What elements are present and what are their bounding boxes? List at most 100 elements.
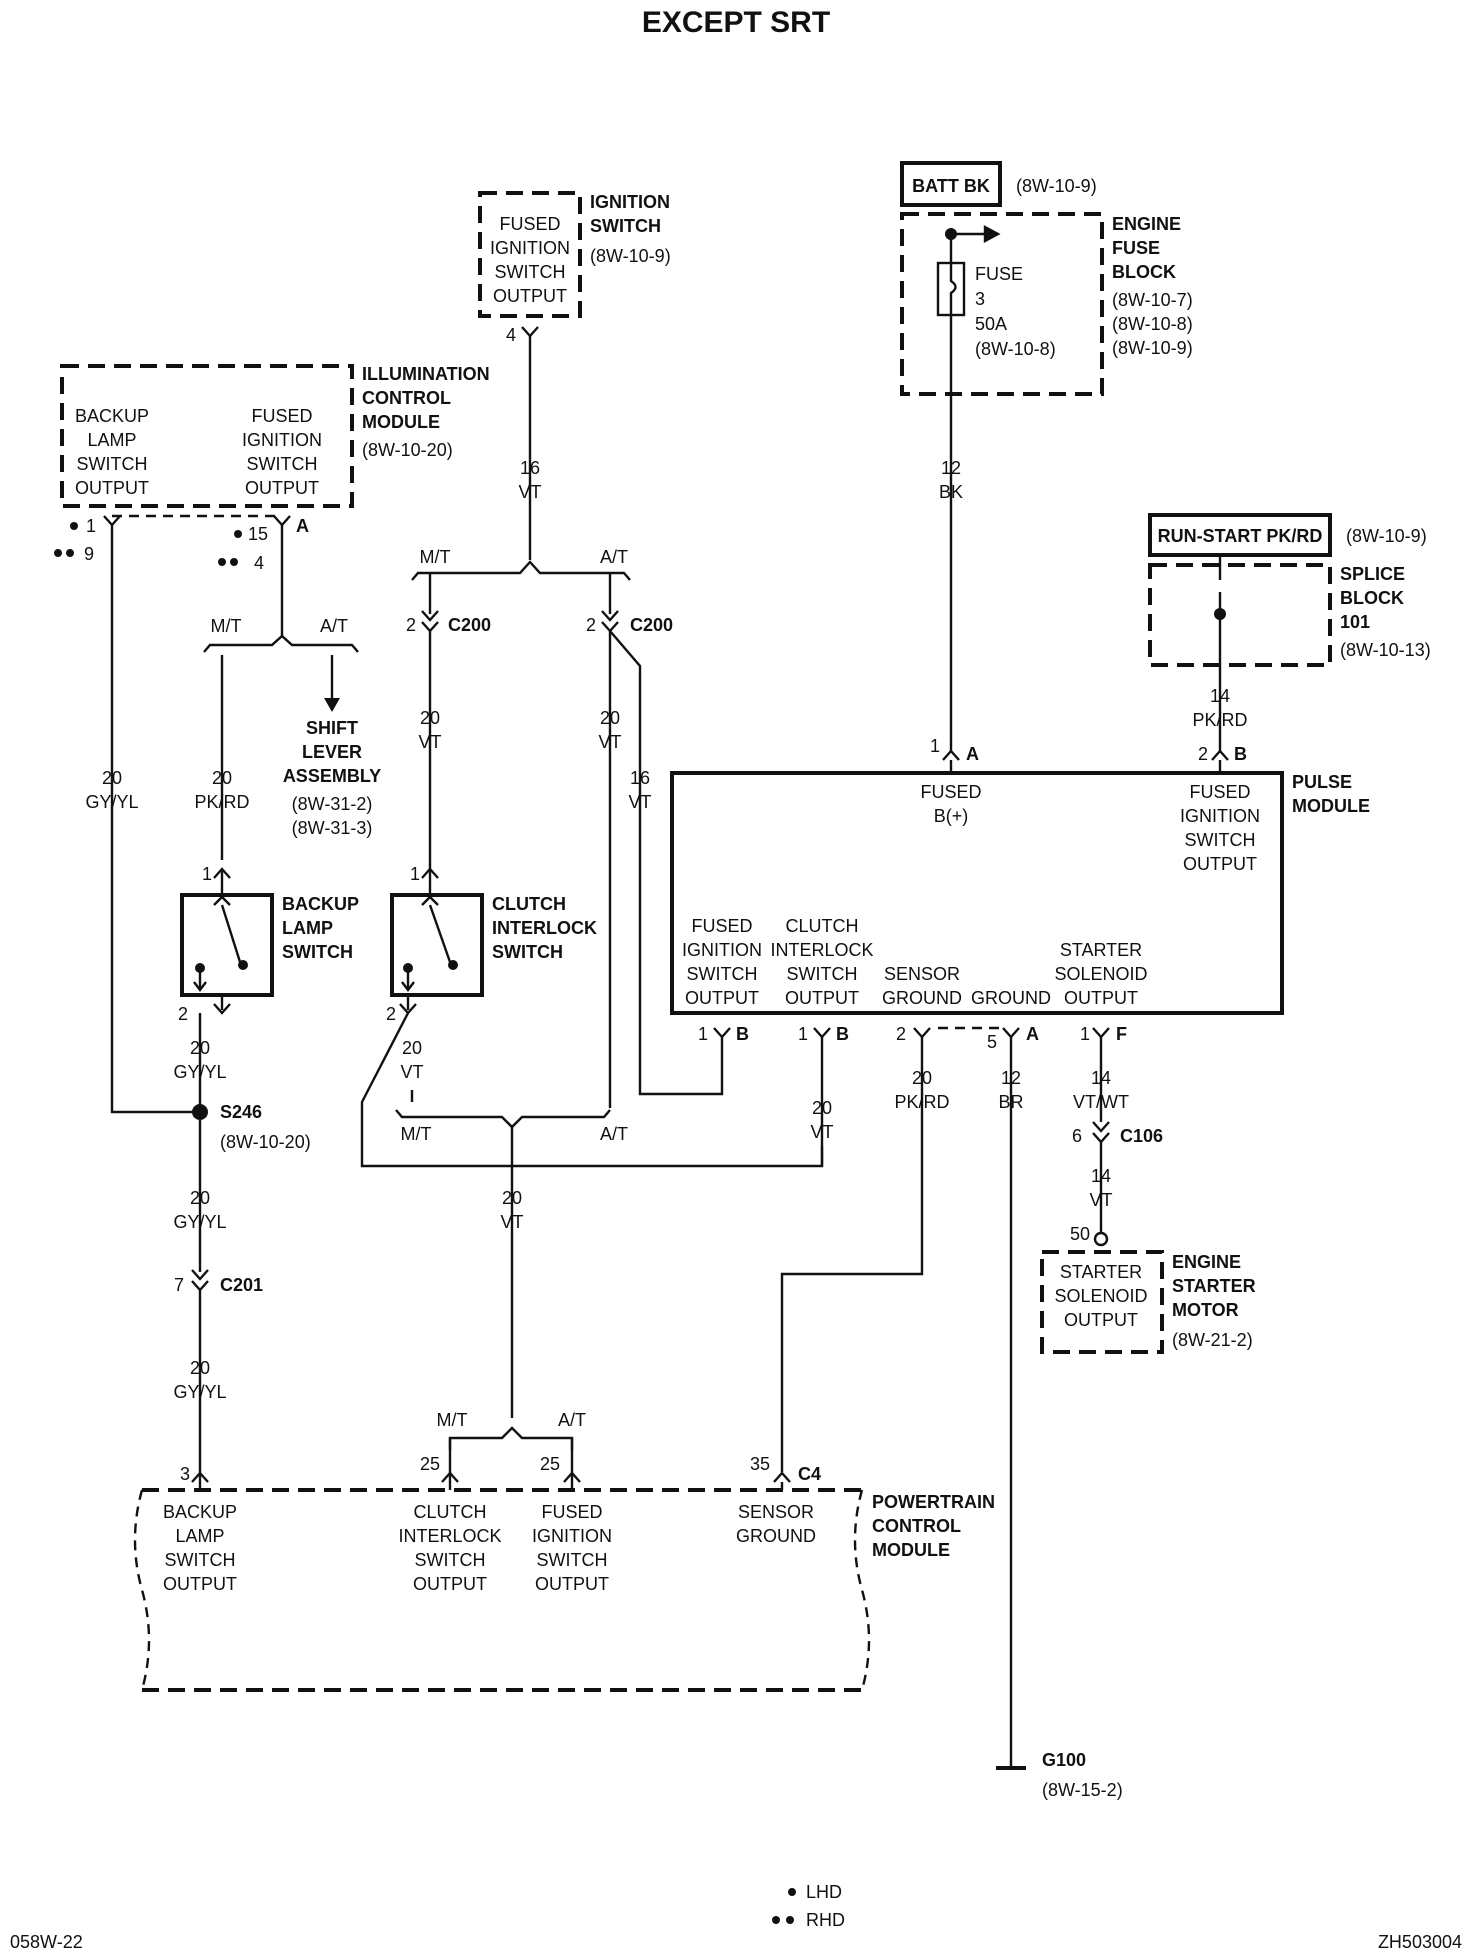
pm-fused-ign-1: FUSED [1189,782,1250,802]
c106-pin: 6 [1072,1126,1082,1146]
starter-name-1: ENGINE [1172,1252,1241,1272]
icm-right-line-3: SWITCH [247,454,318,474]
engine-starter-motor: 50 STARTER SOLENOID OUTPUT ENGINE STARTE… [1040,1224,1256,1354]
wire-clutch-color: VT [400,1062,423,1082]
wire-gyyl1-color: GY/YL [85,792,138,812]
pm-bl0-4: OUTPUT [685,988,759,1008]
pm-bp3-letter: A [1026,1024,1039,1044]
icm-right-line-1: FUSED [251,406,312,426]
pm-name-1: PULSE [1292,772,1352,792]
pm-fused-b-1: FUSED [920,782,981,802]
bls-name-1: BACKUP [282,894,359,914]
ignition-switch-name-1: IGNITION [590,192,670,212]
pcm-l2-2: IGNITION [532,1526,612,1546]
wire-c200l-color: VT [418,732,441,752]
opt-at-4: A/T [558,1410,586,1430]
splice-name-1: SPLICE [1340,564,1405,584]
pm-bl1-1: CLUTCH [785,916,858,936]
illumination-control-module: BACKUP LAMP SWITCH OUTPUT FUSED IGNITION… [54,364,490,573]
pcm-l3-1: SENSOR [738,1502,814,1522]
wire-pm-ground-gauge: 12 [1001,1068,1021,1088]
pcm-l0-2: LAMP [175,1526,224,1546]
pcm-name-3: MODULE [872,1540,950,1560]
starter-name-3: MOTOR [1172,1300,1239,1320]
pm-bp0-num: 1 [698,1024,708,1044]
wire-starter-color: VT [1089,1190,1112,1210]
icm-pin-right-lhd: 15 [248,524,268,544]
pm-top-pin-b-num: 2 [1198,744,1208,764]
powertrain-control-module: 3 25 25 35 C4 BACKUP LAMP SWITCH OUTPUT … [133,1454,995,1692]
shift-name-2: LEVER [302,742,362,762]
ignition-switch-name-2: SWITCH [590,216,661,236]
ignition-pin: 4 [506,325,516,345]
pcm-name-2: CONTROL [872,1516,961,1536]
pcm-l0-3: SWITCH [165,1550,236,1570]
c201-name: C201 [220,1275,263,1295]
cis-pin-top: 1 [410,864,420,884]
c200-left-name: C200 [448,615,491,635]
wire-icm-gyyl [110,525,200,1114]
ignition-switch: FUSED IGNITION SWITCH OUTPUT IGNITION SW… [478,191,671,345]
ignition-output-line-4: OUTPUT [493,286,567,306]
starter-ref: (8W-21-2) [1172,1330,1253,1350]
pcm-l3-2: GROUND [736,1526,816,1546]
lhd-dot-icon [788,1888,796,1896]
pm-bp1-num: 1 [798,1024,808,1044]
pm-fused-ign-3: SWITCH [1185,830,1256,850]
wire-c200r16-gauge: 16 [630,768,650,788]
icm-pin-right-letter: A [296,516,309,536]
opt-at-2: A/T [320,616,348,636]
pm-bl4-1: STARTER [1060,940,1142,960]
option-split-ignition [411,560,631,581]
pm-bp3-num: 5 [987,1032,997,1052]
starter-out-2: SOLENOID [1054,1286,1147,1306]
pcm-l0-1: BACKUP [163,1502,237,1522]
pm-bl1-3: SWITCH [787,964,858,984]
starter-name-2: STARTER [1172,1276,1256,1296]
run-start-label: RUN-START PK/RD [1158,526,1323,546]
pm-bl0-1: FUSED [691,916,752,936]
ignition-output-line-2: IGNITION [490,238,570,258]
splice-ref: (8W-10-13) [1340,640,1431,660]
pm-fused-b-2: B(+) [934,806,969,826]
wire-pm-clutch-color: VT [810,1122,833,1142]
bls-pin-top: 1 [202,864,212,884]
pm-top-pin-a-num: 1 [930,736,940,756]
efb-ref-1: (8W-10-7) [1112,290,1193,310]
wire-c200l-gauge: 20 [420,708,440,728]
starter-pin: 50 [1070,1224,1090,1244]
cis-name-2: INTERLOCK [492,918,597,938]
pm-fused-ign-4: OUTPUT [1183,854,1257,874]
shift-name-1: SHIFT [306,718,358,738]
wire-rs-gauge: 14 [1210,686,1230,706]
engine-fuse-block: FUSE 3 50A (8W-10-8) ENGINE FUSE BLOCK (… [900,212,1193,396]
icm-left-line-1: BACKUP [75,406,149,426]
clutch-interlock-switch: 1 2 CLUTCH INTERLOCK SWITCH [386,864,597,1024]
bls-pin-bottom: 2 [178,1004,188,1024]
pm-name-2: MODULE [1292,796,1370,816]
wire-rs-color: PK/RD [1192,710,1247,730]
icm-ref: (8W-10-20) [362,440,453,460]
wire-ign-gauge: 16 [520,458,540,478]
splice-name-2: BLOCK [1340,588,1404,608]
wire-batt-color: BK [939,482,963,502]
wire-c200r-color: VT [598,732,621,752]
ignition-output-line-3: SWITCH [495,262,566,282]
rhd-dot-icon-1 [772,1916,780,1924]
pm-bl1-2: INTERLOCK [770,940,873,960]
fuse-line-1: FUSE [975,264,1023,284]
wire-gyyl4-gauge: 20 [190,1358,210,1378]
icm-left-line-2: LAMP [87,430,136,450]
option-split-pcm [448,1426,574,1450]
run-start-ref: (8W-10-9) [1346,526,1427,546]
pm-bl1-4: OUTPUT [785,988,859,1008]
pm-bl0-2: IGNITION [682,940,762,960]
pm-top-pin-a-letter: A [966,744,979,764]
pcm-l1-4: OUTPUT [413,1574,487,1594]
starter-out-3: OUTPUT [1064,1310,1138,1330]
legend-rhd: RHD [806,1910,845,1930]
ignition-output-line-1: FUSED [499,214,560,234]
footer-left-code: 058W-22 [10,1932,83,1952]
footer: LHD RHD 058W-22 ZH503004 [10,1882,1462,1952]
s246-ref: (8W-10-20) [220,1132,311,1152]
